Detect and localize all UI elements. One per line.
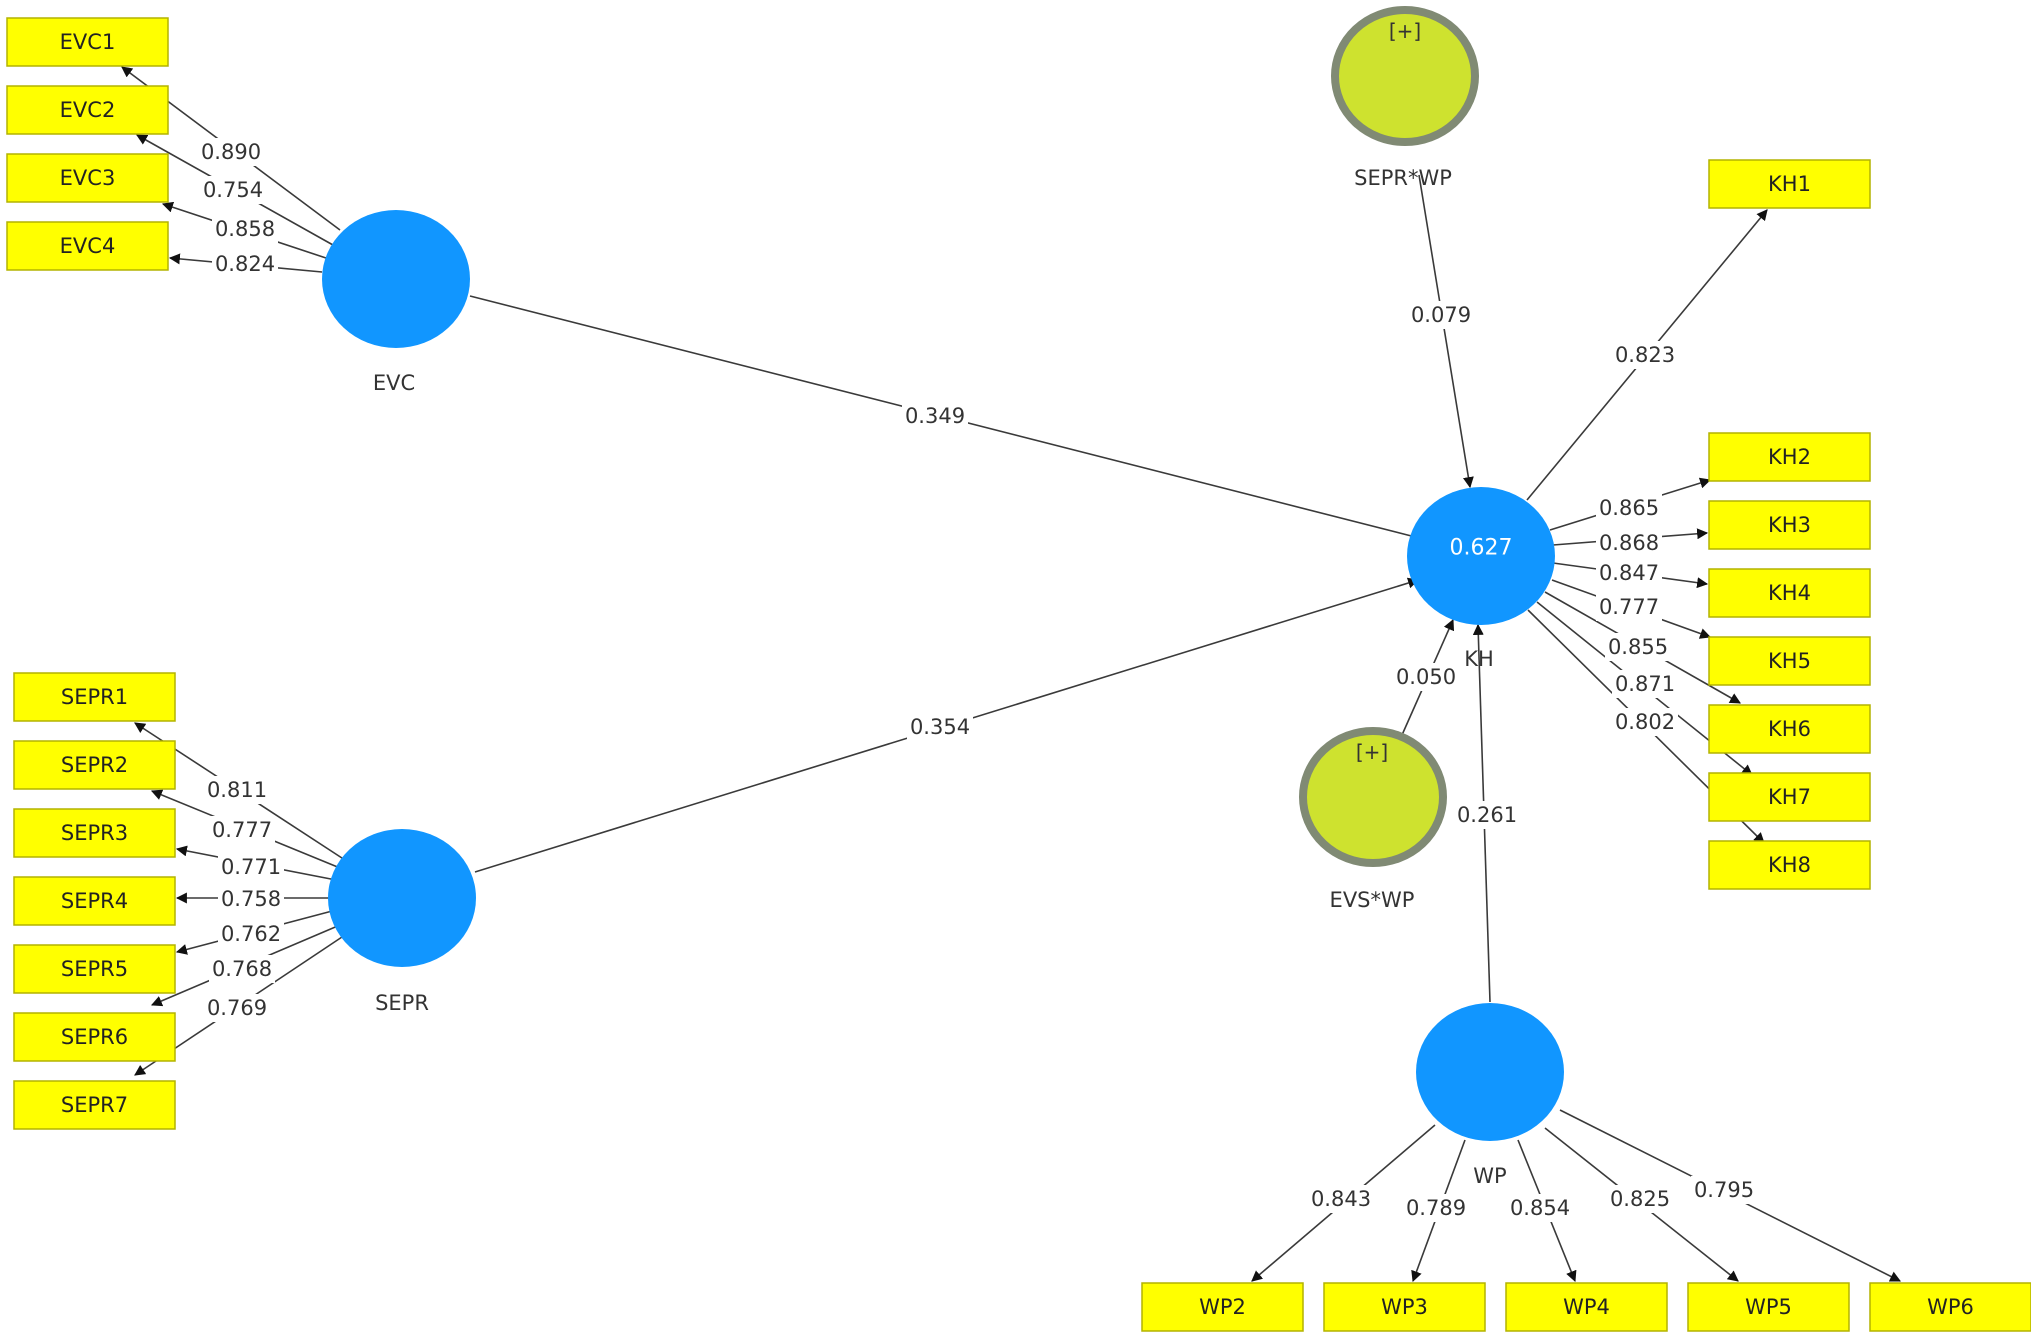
svg-text:WP2: WP2 bbox=[1199, 1295, 1246, 1319]
loading-evc2: 0.754 bbox=[203, 178, 263, 202]
svg-text:WP4: WP4 bbox=[1563, 1295, 1610, 1319]
moderator-evs-wp-label: EVS*WP bbox=[1330, 888, 1415, 912]
svg-text:SEPR3: SEPR3 bbox=[61, 821, 128, 845]
latent-evc[interactable]: EVC bbox=[322, 210, 470, 395]
moderator-evs-wp[interactable]: [+] EVS*WP bbox=[1299, 727, 1447, 912]
loading-sepr1: 0.811 bbox=[207, 778, 267, 802]
loading-kh3: 0.868 bbox=[1599, 531, 1659, 555]
indicator-sepr1[interactable]: SEPR1 bbox=[13, 672, 176, 722]
svg-text:SEPR7: SEPR7 bbox=[61, 1093, 128, 1117]
loading-wp5: 0.825 bbox=[1610, 1187, 1670, 1211]
svg-text:SEPR4: SEPR4 bbox=[61, 889, 128, 913]
indicator-evc2[interactable]: EVC2 bbox=[6, 85, 169, 135]
loading-kh7: 0.871 bbox=[1615, 672, 1675, 696]
structural-paths bbox=[469, 174, 1491, 1003]
indicator-wp5[interactable]: WP5 bbox=[1687, 1282, 1850, 1332]
expand-marker-evs-wp: [+] bbox=[1356, 740, 1388, 764]
indicator-wp4[interactable]: WP4 bbox=[1505, 1282, 1668, 1332]
indicator-sepr2[interactable]: SEPR2 bbox=[13, 740, 176, 790]
latent-wp[interactable]: WP bbox=[1416, 1003, 1564, 1188]
loading-wp3: 0.789 bbox=[1406, 1196, 1466, 1220]
indicator-wp3[interactable]: WP3 bbox=[1323, 1282, 1486, 1332]
indicator-kh8[interactable]: KH8 bbox=[1708, 840, 1871, 890]
loading-sepr7: 0.769 bbox=[207, 996, 267, 1020]
indicator-sepr6[interactable]: SEPR6 bbox=[13, 1012, 176, 1062]
path-coefficient-labels: 0.349 0.354 0.079 0.050 0.261 bbox=[902, 301, 1520, 829]
indicator-kh3[interactable]: KH3 bbox=[1708, 500, 1871, 550]
svg-text:WP5: WP5 bbox=[1745, 1295, 1792, 1319]
loading-kh4: 0.847 bbox=[1599, 561, 1659, 585]
svg-text:SEPR2: SEPR2 bbox=[61, 753, 128, 777]
path-wp-kh: 0.261 bbox=[1457, 803, 1517, 827]
latent-kh[interactable]: 0.627 KH bbox=[1407, 487, 1555, 671]
svg-text:EVC2: EVC2 bbox=[60, 98, 116, 122]
svg-text:KH5: KH5 bbox=[1768, 649, 1811, 673]
path-evc-kh: 0.349 bbox=[905, 404, 965, 428]
indicator-sepr4[interactable]: SEPR4 bbox=[13, 876, 176, 926]
indicator-sepr3[interactable]: SEPR3 bbox=[13, 808, 176, 858]
svg-text:KH4: KH4 bbox=[1768, 581, 1811, 605]
indicator-sepr7[interactable]: SEPR7 bbox=[13, 1080, 176, 1130]
indicator-kh4[interactable]: KH4 bbox=[1708, 568, 1871, 618]
loading-kh8: 0.802 bbox=[1615, 710, 1675, 734]
wp-loading-labels: 0.843 0.789 0.854 0.825 0.795 bbox=[1308, 1176, 1757, 1222]
indicator-wp6[interactable]: WP6 bbox=[1869, 1282, 2031, 1332]
svg-text:EVC3: EVC3 bbox=[60, 166, 116, 190]
indicator-kh5[interactable]: KH5 bbox=[1708, 636, 1871, 686]
loading-wp4: 0.854 bbox=[1510, 1196, 1570, 1220]
indicator-kh2[interactable]: KH2 bbox=[1708, 432, 1871, 482]
loading-sepr6: 0.768 bbox=[212, 957, 272, 981]
indicator-kh7[interactable]: KH7 bbox=[1708, 772, 1871, 822]
indicator-evc3[interactable]: EVC3 bbox=[6, 153, 169, 203]
loading-kh1: 0.823 bbox=[1615, 343, 1675, 367]
indicator-wp2[interactable]: WP2 bbox=[1141, 1282, 1304, 1332]
svg-text:SEPR5: SEPR5 bbox=[61, 957, 128, 981]
path-sepr-kh: 0.354 bbox=[910, 715, 970, 739]
loading-kh5: 0.777 bbox=[1599, 595, 1659, 619]
moderator-sepr-wp-label: SEPR*WP bbox=[1354, 166, 1452, 190]
loading-evc4: 0.824 bbox=[215, 252, 275, 276]
indicator-evc4[interactable]: EVC4 bbox=[6, 221, 169, 271]
sepr-loading-labels: 0.811 0.777 0.771 0.758 0.762 0.768 0.76… bbox=[204, 776, 284, 1022]
loading-kh6: 0.855 bbox=[1608, 635, 1668, 659]
moderator-sepr-wp[interactable]: [+] SEPR*WP bbox=[1331, 6, 1479, 190]
evc-loading-labels: 0.890 0.754 0.858 0.824 bbox=[198, 138, 278, 278]
loading-kh2: 0.865 bbox=[1599, 496, 1659, 520]
path-evswp-kh: 0.050 bbox=[1396, 665, 1456, 689]
loading-sepr3: 0.771 bbox=[221, 855, 281, 879]
expand-marker-sepr-wp: [+] bbox=[1389, 19, 1421, 43]
svg-text:EVC4: EVC4 bbox=[60, 234, 116, 258]
indicator-kh1[interactable]: KH1 bbox=[1708, 159, 1871, 209]
latent-wp-label: WP bbox=[1473, 1164, 1506, 1188]
loading-wp6: 0.795 bbox=[1694, 1178, 1754, 1202]
svg-text:SEPR6: SEPR6 bbox=[61, 1025, 128, 1049]
svg-text:SEPR1: SEPR1 bbox=[61, 685, 128, 709]
loading-evc1: 0.890 bbox=[201, 140, 261, 164]
svg-text:KH3: KH3 bbox=[1768, 513, 1811, 537]
kh-loading-labels: 0.823 0.865 0.868 0.847 0.777 0.855 0.87… bbox=[1596, 341, 1678, 736]
svg-text:EVC1: EVC1 bbox=[60, 30, 116, 54]
loading-sepr2: 0.777 bbox=[212, 818, 272, 842]
loading-evc3: 0.858 bbox=[215, 217, 275, 241]
latent-evc-label: EVC bbox=[373, 371, 415, 395]
loading-sepr4: 0.758 bbox=[221, 887, 281, 911]
svg-text:KH8: KH8 bbox=[1768, 853, 1811, 877]
svg-text:KH6: KH6 bbox=[1768, 717, 1811, 741]
indicator-sepr5[interactable]: SEPR5 bbox=[13, 944, 176, 994]
svg-text:KH1: KH1 bbox=[1768, 172, 1811, 196]
svg-text:WP3: WP3 bbox=[1381, 1295, 1428, 1319]
path-seprwp-kh: 0.079 bbox=[1411, 303, 1471, 327]
latent-sepr[interactable]: SEPR bbox=[328, 829, 476, 1015]
r-squared-kh: 0.627 bbox=[1450, 536, 1513, 561]
loading-sepr5: 0.762 bbox=[221, 922, 281, 946]
latent-sepr-label: SEPR bbox=[375, 991, 429, 1015]
svg-text:KH7: KH7 bbox=[1768, 785, 1811, 809]
indicator-kh6[interactable]: KH6 bbox=[1708, 704, 1871, 754]
indicator-evc1[interactable]: EVC1 bbox=[6, 17, 169, 67]
latent-kh-label: KH bbox=[1464, 647, 1494, 671]
loading-wp2: 0.843 bbox=[1311, 1187, 1371, 1211]
svg-text:WP6: WP6 bbox=[1927, 1295, 1974, 1319]
svg-text:KH2: KH2 bbox=[1768, 445, 1811, 469]
